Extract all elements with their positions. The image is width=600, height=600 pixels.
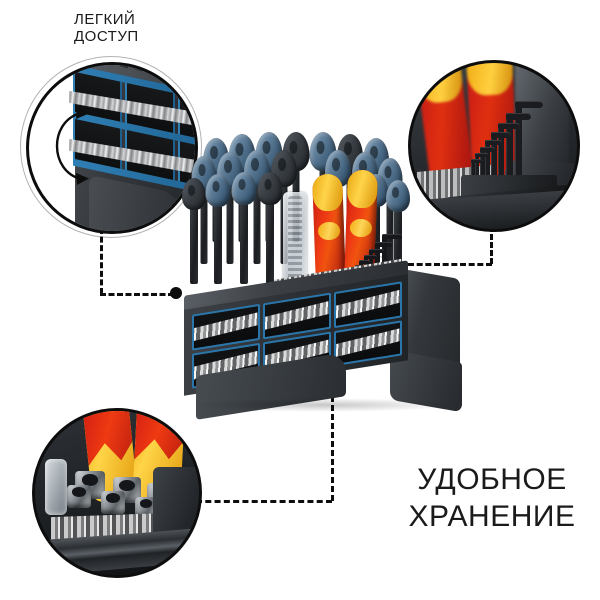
callout-hex-keys[interactable] — [408, 60, 580, 232]
socket-adapter — [101, 491, 125, 514]
hex-key-arm — [364, 255, 377, 259]
hex-key-arm — [382, 234, 402, 239]
peg — [119, 65, 128, 69]
peg — [104, 65, 113, 66]
handle-yellow-cap — [414, 63, 465, 105]
hex-key-arm — [515, 101, 543, 108]
drill-bits — [263, 300, 331, 331]
hex-key — [491, 132, 497, 190]
connector-top-right-vertical — [490, 226, 493, 264]
peg — [134, 65, 143, 72]
hex-key-arm — [359, 260, 370, 264]
vde-handle-cap — [312, 173, 344, 212]
hex-key — [375, 242, 380, 282]
label-easy-access: ЛЕГКИЙ ДОСТУП — [74, 11, 139, 45]
hex-key-arm — [506, 113, 531, 120]
drill-bits — [334, 289, 402, 320]
vde-handle-cap — [346, 169, 378, 209]
hex-key — [475, 153, 479, 193]
callout-sockets[interactable] — [32, 408, 202, 578]
callout-hex-keys-photo — [411, 63, 577, 229]
callout-drawer-access[interactable] — [26, 62, 198, 234]
hex-key — [506, 113, 513, 187]
hex-key — [515, 101, 522, 185]
hex-key — [382, 234, 387, 280]
hex-key-arm — [480, 147, 495, 152]
connector-top-left-vertical — [100, 228, 103, 294]
callout-drawer-access-photo — [29, 65, 195, 231]
socket-adapter — [135, 497, 157, 518]
hex-key-arm — [375, 242, 392, 247]
hex-key-arm — [475, 153, 488, 157]
peg — [149, 65, 158, 75]
hero-tool-stand[interactable] — [180, 130, 462, 420]
hex-key-arm — [485, 140, 502, 145]
connector-bottom-horizontal — [196, 500, 332, 503]
connector-top-right-horizontal — [382, 263, 492, 266]
hex-key — [498, 123, 504, 189]
hex-key — [480, 147, 485, 192]
hex-key-arm — [498, 123, 520, 129]
slide-arrow-icon — [55, 107, 89, 185]
label-convenient-storage: УДОБНОЕ ХРАНЕНИЕ — [408, 463, 576, 533]
hex-key-arm — [369, 249, 384, 253]
callout-sockets-photo — [35, 411, 199, 575]
peg — [179, 65, 188, 82]
socket-adapter — [67, 485, 91, 508]
hex-key-arm — [471, 159, 482, 163]
connector-dot-top-left — [170, 287, 182, 299]
cabinet-shadow — [190, 398, 458, 412]
drill-bits — [334, 327, 402, 358]
bit-tube — [45, 459, 67, 515]
drill-bits — [192, 311, 260, 342]
hex-key — [485, 140, 490, 191]
connector-top-left-horizontal — [100, 293, 174, 296]
peg — [164, 65, 173, 78]
connector-bottom-vertical — [331, 297, 334, 501]
stand-cabinet — [184, 260, 462, 420]
handle-yellow-cap — [465, 63, 515, 96]
hex-key-arm — [491, 132, 511, 138]
